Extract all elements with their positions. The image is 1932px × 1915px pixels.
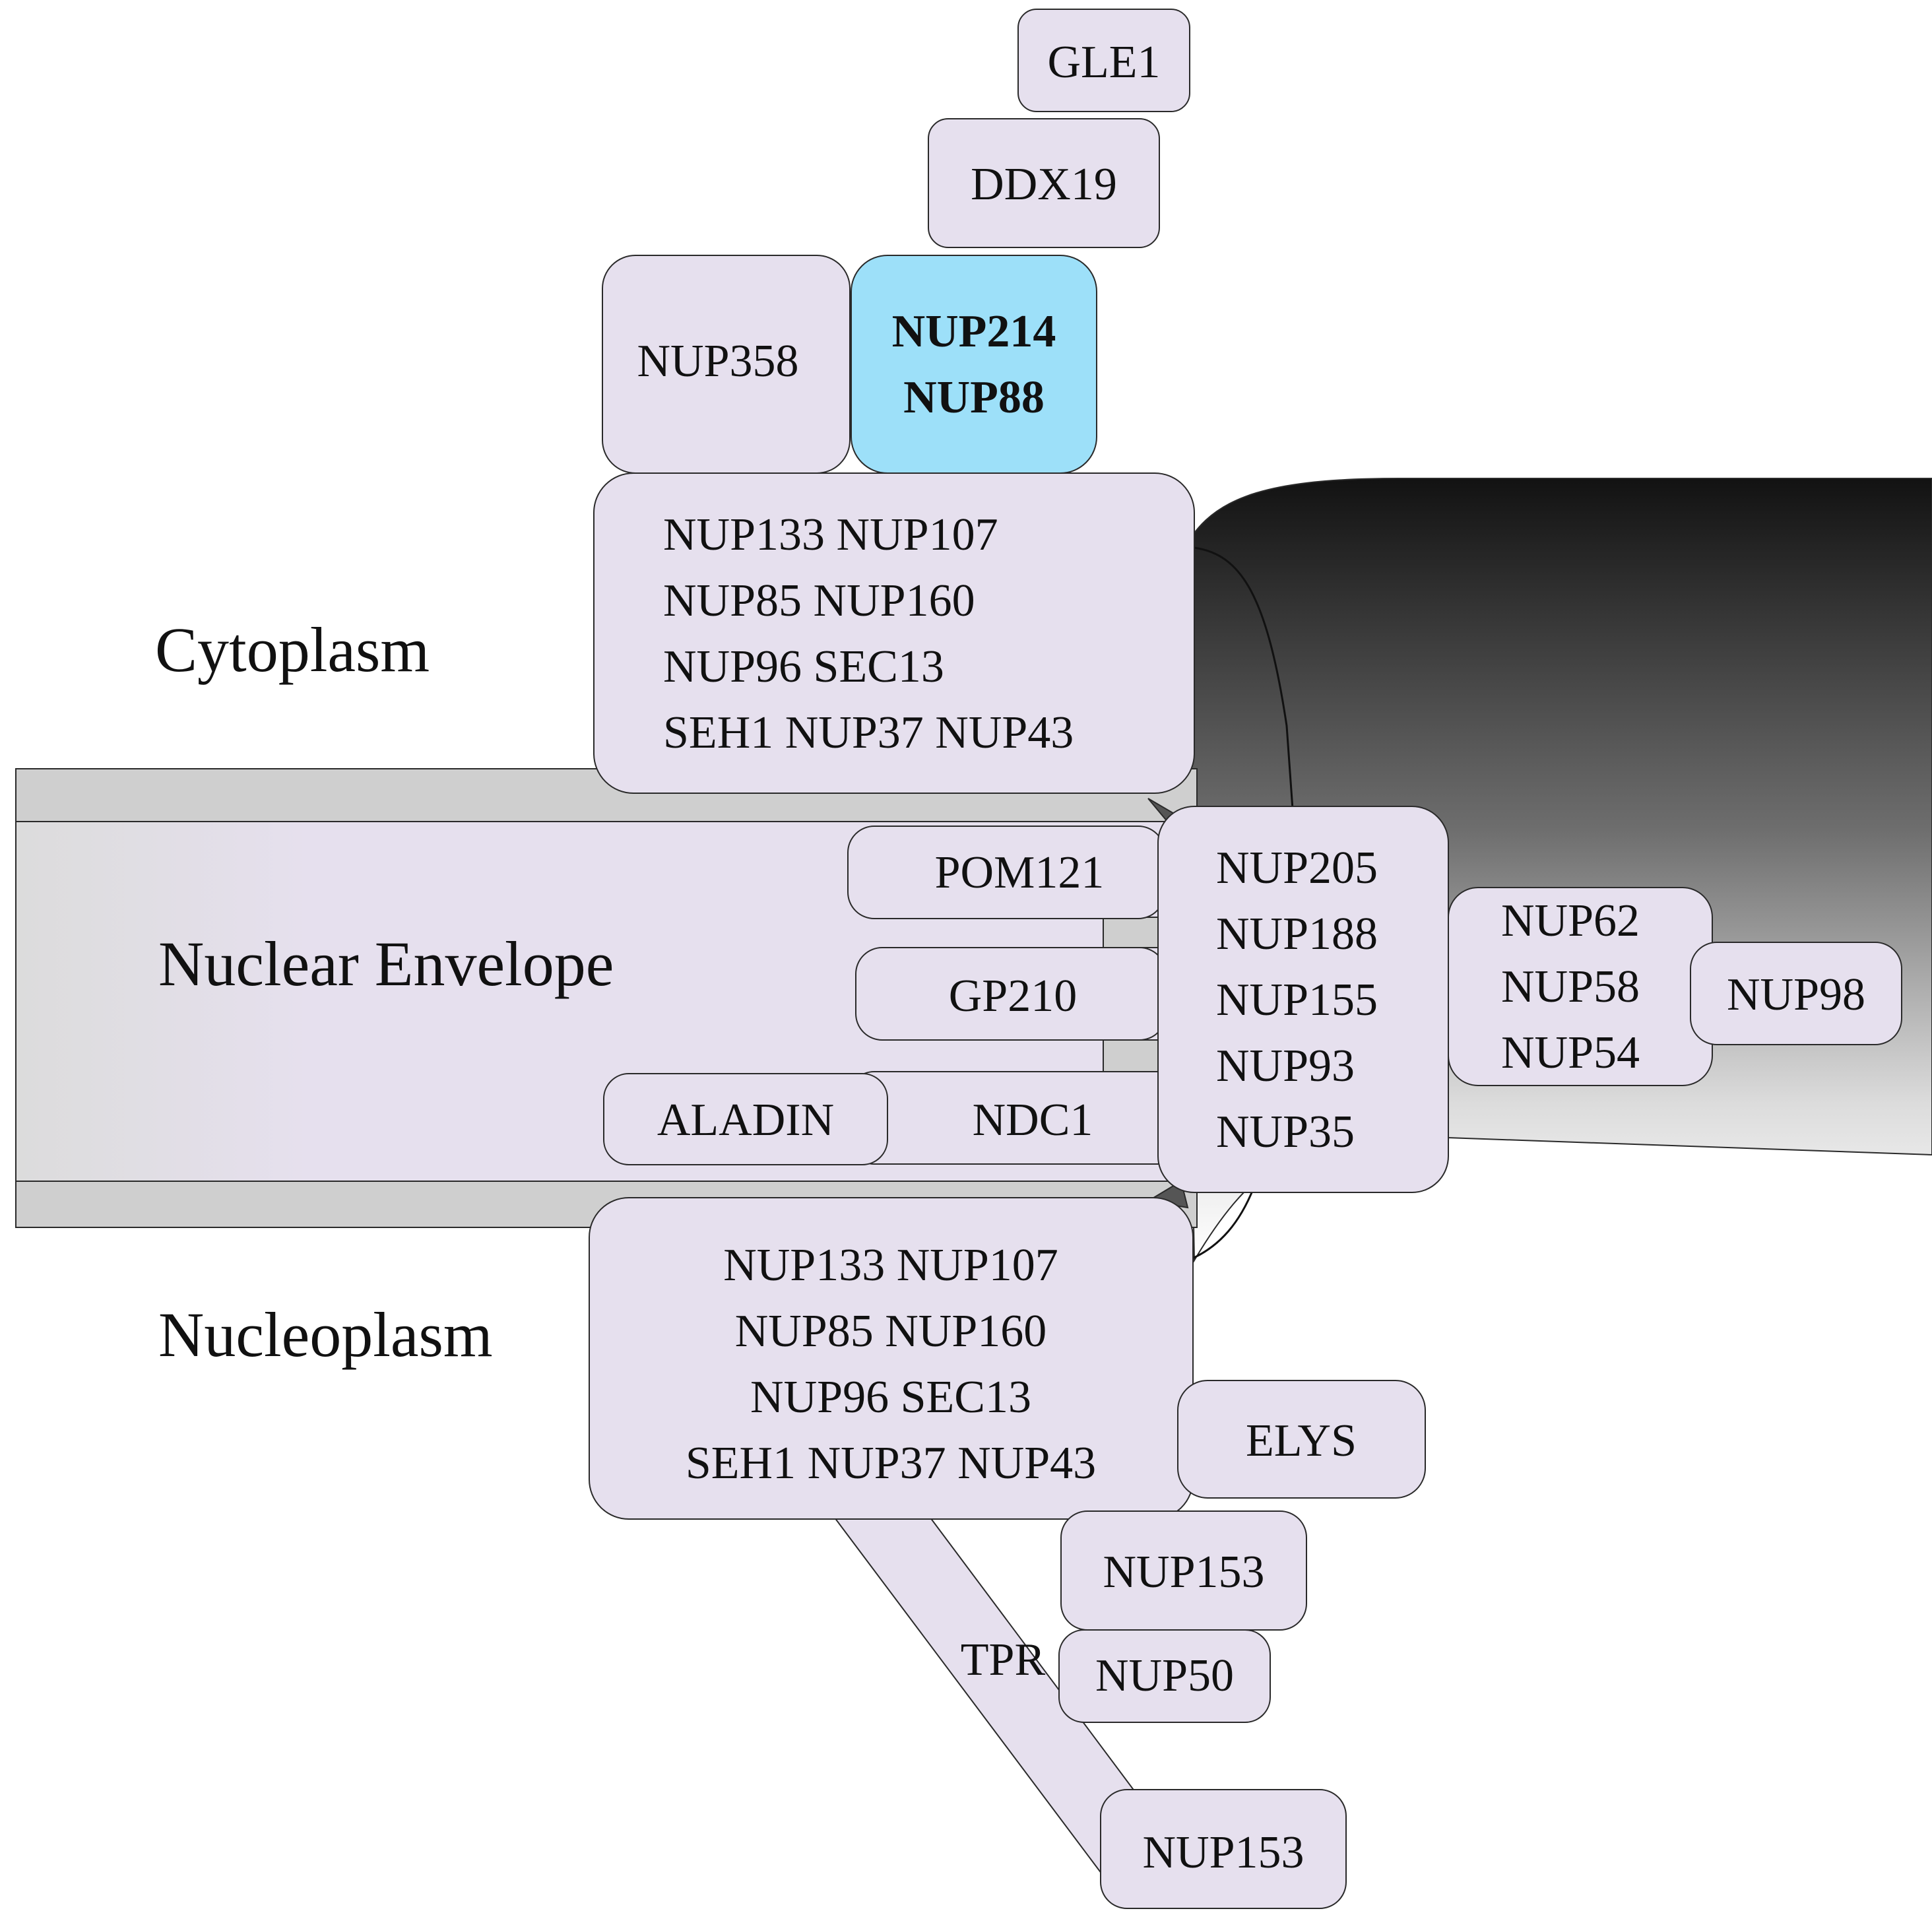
gp210-box: GP210 bbox=[855, 947, 1167, 1041]
tpr-filament: TPR bbox=[833, 1517, 1136, 1876]
pom121-box: POM121 bbox=[847, 826, 1165, 919]
nup214-nup88-box: NUP214 NUP88 bbox=[851, 255, 1097, 474]
nup50-box: NUP50 bbox=[1058, 1629, 1271, 1723]
inner-ring-line-4: NUP93 bbox=[1216, 1041, 1355, 1091]
aladin-box: ALADIN bbox=[603, 1073, 888, 1165]
elys-label: ELYS bbox=[1246, 1415, 1357, 1466]
ddx19-box: DDX19 bbox=[928, 118, 1160, 248]
nucleoplasm-label: Nucleoplasm bbox=[158, 1299, 493, 1370]
central-line-2: NUP58 bbox=[1501, 961, 1640, 1012]
cyto-ring-line-2: NUP85 NUP160 bbox=[663, 575, 975, 626]
nup98-label: NUP98 bbox=[1727, 969, 1865, 1020]
inner-ring-line-2: NUP188 bbox=[1216, 909, 1378, 959]
nup358-label: NUP358 bbox=[637, 336, 798, 387]
cyto-ring-line-3: NUP96 SEC13 bbox=[663, 641, 944, 692]
nup153-bottom-box: NUP153 bbox=[1100, 1789, 1347, 1909]
nup153-top-box: NUP153 bbox=[1060, 1510, 1307, 1631]
nup88-label: NUP88 bbox=[903, 372, 1045, 423]
ndc1-box: NDC1 bbox=[847, 1071, 1185, 1165]
central-line-3: NUP54 bbox=[1501, 1027, 1640, 1078]
ddx19-label: DDX19 bbox=[971, 159, 1117, 210]
nuclear-envelope-label: Nuclear Envelope bbox=[158, 928, 614, 999]
nup98-box: NUP98 bbox=[1690, 942, 1902, 1045]
gle1-box: GLE1 bbox=[1017, 9, 1190, 112]
cytoplasmic-ring-box: NUP133 NUP107 NUP85 NUP160 NUP96 SEC13 S… bbox=[593, 472, 1195, 794]
inner-ring-line-5: NUP35 bbox=[1216, 1107, 1355, 1157]
central-channel-box: NUP62 NUP58 NUP54 bbox=[1448, 887, 1713, 1086]
pom121-label: POM121 bbox=[935, 847, 1105, 898]
nuc-ring-line-3: NUP96 SEC13 bbox=[750, 1372, 1031, 1423]
nup153-top-label: NUP153 bbox=[1103, 1547, 1264, 1598]
tpr-label: TPR bbox=[961, 1635, 1046, 1685]
nuc-ring-line-1: NUP133 NUP107 bbox=[723, 1240, 1058, 1291]
gp210-label: GP210 bbox=[949, 971, 1077, 1022]
nup214-label: NUP214 bbox=[892, 306, 1056, 357]
nuc-ring-line-4: SEH1 NUP37 NUP43 bbox=[686, 1438, 1096, 1489]
nup50-label: NUP50 bbox=[1095, 1650, 1234, 1701]
nup358-box: NUP358 bbox=[602, 255, 851, 474]
nucleoplasmic-ring-box: NUP133 NUP107 NUP85 NUP160 NUP96 SEC13 S… bbox=[589, 1197, 1194, 1520]
elys-box: ELYS bbox=[1177, 1380, 1426, 1499]
nuc-ring-line-2: NUP85 NUP160 bbox=[735, 1306, 1047, 1357]
inner-ring-box: NUP205 NUP188 NUP155 NUP93 NUP35 bbox=[1157, 806, 1449, 1193]
central-line-1: NUP62 bbox=[1501, 895, 1640, 946]
ndc1-label: NDC1 bbox=[973, 1095, 1093, 1146]
aladin-label: ALADIN bbox=[657, 1095, 834, 1146]
nup153-bottom-label: NUP153 bbox=[1142, 1827, 1304, 1878]
cyto-ring-line-1: NUP133 NUP107 bbox=[663, 509, 998, 560]
inner-ring-line-1: NUP205 bbox=[1216, 843, 1378, 893]
cyto-ring-line-4: SEH1 NUP37 NUP43 bbox=[663, 707, 1074, 758]
inner-ring-line-3: NUP155 bbox=[1216, 975, 1378, 1025]
cytoplasm-label: Cytoplasm bbox=[155, 614, 430, 685]
gle1-label: GLE1 bbox=[1047, 37, 1160, 88]
